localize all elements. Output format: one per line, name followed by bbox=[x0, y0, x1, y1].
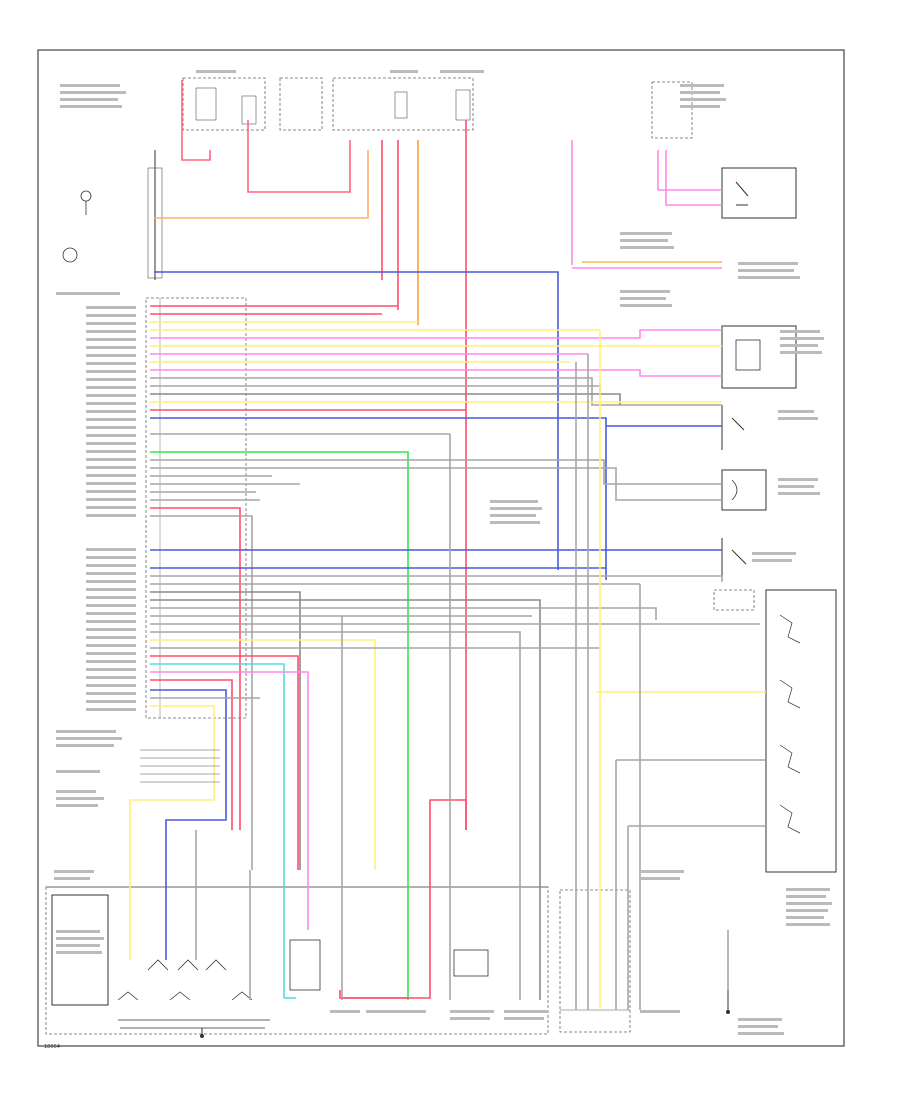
row-36-red bbox=[150, 655, 299, 870]
top-fuse-block-left bbox=[182, 77, 323, 131]
ground-symbol-bottom bbox=[200, 1028, 204, 1038]
row-38-pink bbox=[150, 671, 309, 930]
row-33-gray bbox=[150, 631, 521, 870]
row-15-blue bbox=[150, 417, 607, 580]
diagram-frame bbox=[37, 49, 845, 1047]
row-19-gray bbox=[150, 467, 722, 501]
top-fuse-block-center bbox=[332, 77, 474, 131]
top-left-module bbox=[62, 150, 163, 280]
row-34-yellow bbox=[150, 639, 376, 870]
row-29-gray bbox=[150, 599, 541, 870]
row-17-green bbox=[150, 451, 409, 1000]
row-39-red bbox=[150, 679, 233, 830]
transmission-range-switch bbox=[765, 589, 837, 873]
wire-pink-right bbox=[657, 150, 722, 191]
row-37-cyan bbox=[150, 663, 285, 998]
sensor-box-1 bbox=[721, 325, 797, 389]
brake-switch-box bbox=[721, 167, 797, 219]
splice-lines bbox=[140, 749, 220, 783]
label-marks bbox=[54, 70, 832, 1035]
diagram-code: 18664 bbox=[44, 1044, 60, 1050]
row-42-yellow bbox=[129, 705, 215, 870]
wires bbox=[129, 80, 766, 1010]
sensor-box-3 bbox=[721, 469, 767, 511]
row-26-gray bbox=[150, 575, 723, 582]
row-10-gray bbox=[150, 377, 722, 406]
row-30-gray bbox=[150, 607, 657, 620]
row-18-gray bbox=[150, 459, 722, 485]
row-40-blue bbox=[150, 689, 227, 870]
wire-red-top bbox=[181, 80, 211, 161]
row-12-gray bbox=[150, 393, 621, 405]
wire-orange-top bbox=[154, 150, 369, 219]
row-25-gray bbox=[150, 515, 253, 870]
wire-red-2 bbox=[247, 120, 351, 193]
wire-blue-1 bbox=[154, 271, 559, 570]
row-9-pink bbox=[150, 369, 722, 377]
switch-box-2 bbox=[721, 405, 745, 450]
wire-red-bottom bbox=[339, 799, 467, 999]
right-bottom-dashed bbox=[713, 589, 755, 611]
row-5-pink bbox=[150, 329, 722, 339]
wire-pink-right-2 bbox=[665, 150, 722, 206]
row-24-red bbox=[150, 507, 241, 830]
switch-box-4 bbox=[721, 538, 747, 582]
ground-symbol-right bbox=[726, 990, 730, 1014]
top-fuse-block-right bbox=[651, 81, 693, 139]
row-28-gray bbox=[150, 591, 301, 870]
